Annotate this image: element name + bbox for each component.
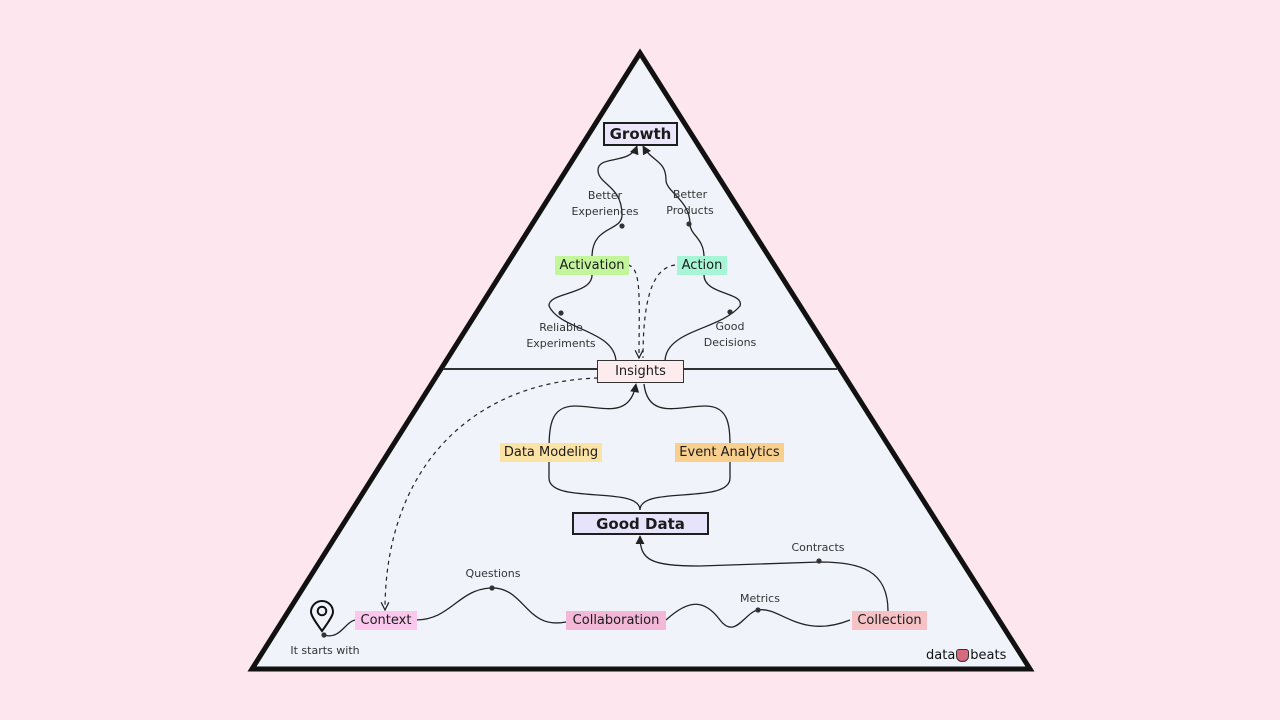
- node-collaboration: Collaboration: [566, 611, 666, 630]
- edge-eventanalytics-insights: [639, 383, 731, 511]
- label-good-decisions: Good Decisions: [703, 320, 757, 349]
- dot-good-decisions: [727, 309, 733, 315]
- databeats-logo: data beats: [926, 648, 1006, 663]
- node-activation: Activation: [555, 256, 629, 275]
- node-insights: Insights: [597, 360, 684, 383]
- edge-activation-growth: [591, 145, 639, 258]
- dot-better-products: [686, 221, 692, 227]
- label-metrics: Metrics: [740, 592, 780, 605]
- edge-action-growth: [642, 145, 705, 258]
- node-data-modeling: Data Modeling: [500, 443, 602, 462]
- label-it-starts-with: It starts with: [290, 644, 360, 657]
- node-growth: Growth: [603, 122, 678, 146]
- edge-insights-activation: [548, 274, 617, 362]
- node-context: Context: [355, 611, 417, 630]
- label-reliable-experiments: Reliable Experiments: [526, 321, 596, 350]
- dot-questions: [489, 585, 495, 591]
- dot-pin: [321, 632, 327, 638]
- dot-contracts: [816, 558, 822, 564]
- dot-better-experiences: [619, 223, 625, 229]
- edge-pin-context: [323, 619, 356, 637]
- dot-reliable-experiments: [558, 310, 564, 316]
- drum-icon: [956, 649, 970, 662]
- edge-insights-context-dashed: [385, 377, 599, 610]
- dot-metrics: [755, 607, 761, 613]
- map-pin-icon: [309, 600, 335, 633]
- label-better-products: Better Products: [666, 188, 714, 217]
- brand-right: beats: [970, 648, 1007, 663]
- node-good-data: Good Data: [572, 512, 709, 535]
- edge-insights-action: [664, 274, 741, 362]
- label-better-experiences: Better Experiences: [571, 189, 639, 218]
- label-questions: Questions: [465, 567, 521, 580]
- node-collection: Collection: [852, 611, 927, 630]
- edge-collaboration-collection: [665, 603, 851, 628]
- label-contracts: Contracts: [791, 541, 845, 554]
- edge-datamodeling-insights: [548, 383, 641, 511]
- node-event-analytics: Event Analytics: [675, 443, 784, 462]
- brand-left: data: [926, 648, 956, 663]
- edge-action-insights-dashed: [642, 264, 676, 359]
- node-action: Action: [677, 256, 727, 275]
